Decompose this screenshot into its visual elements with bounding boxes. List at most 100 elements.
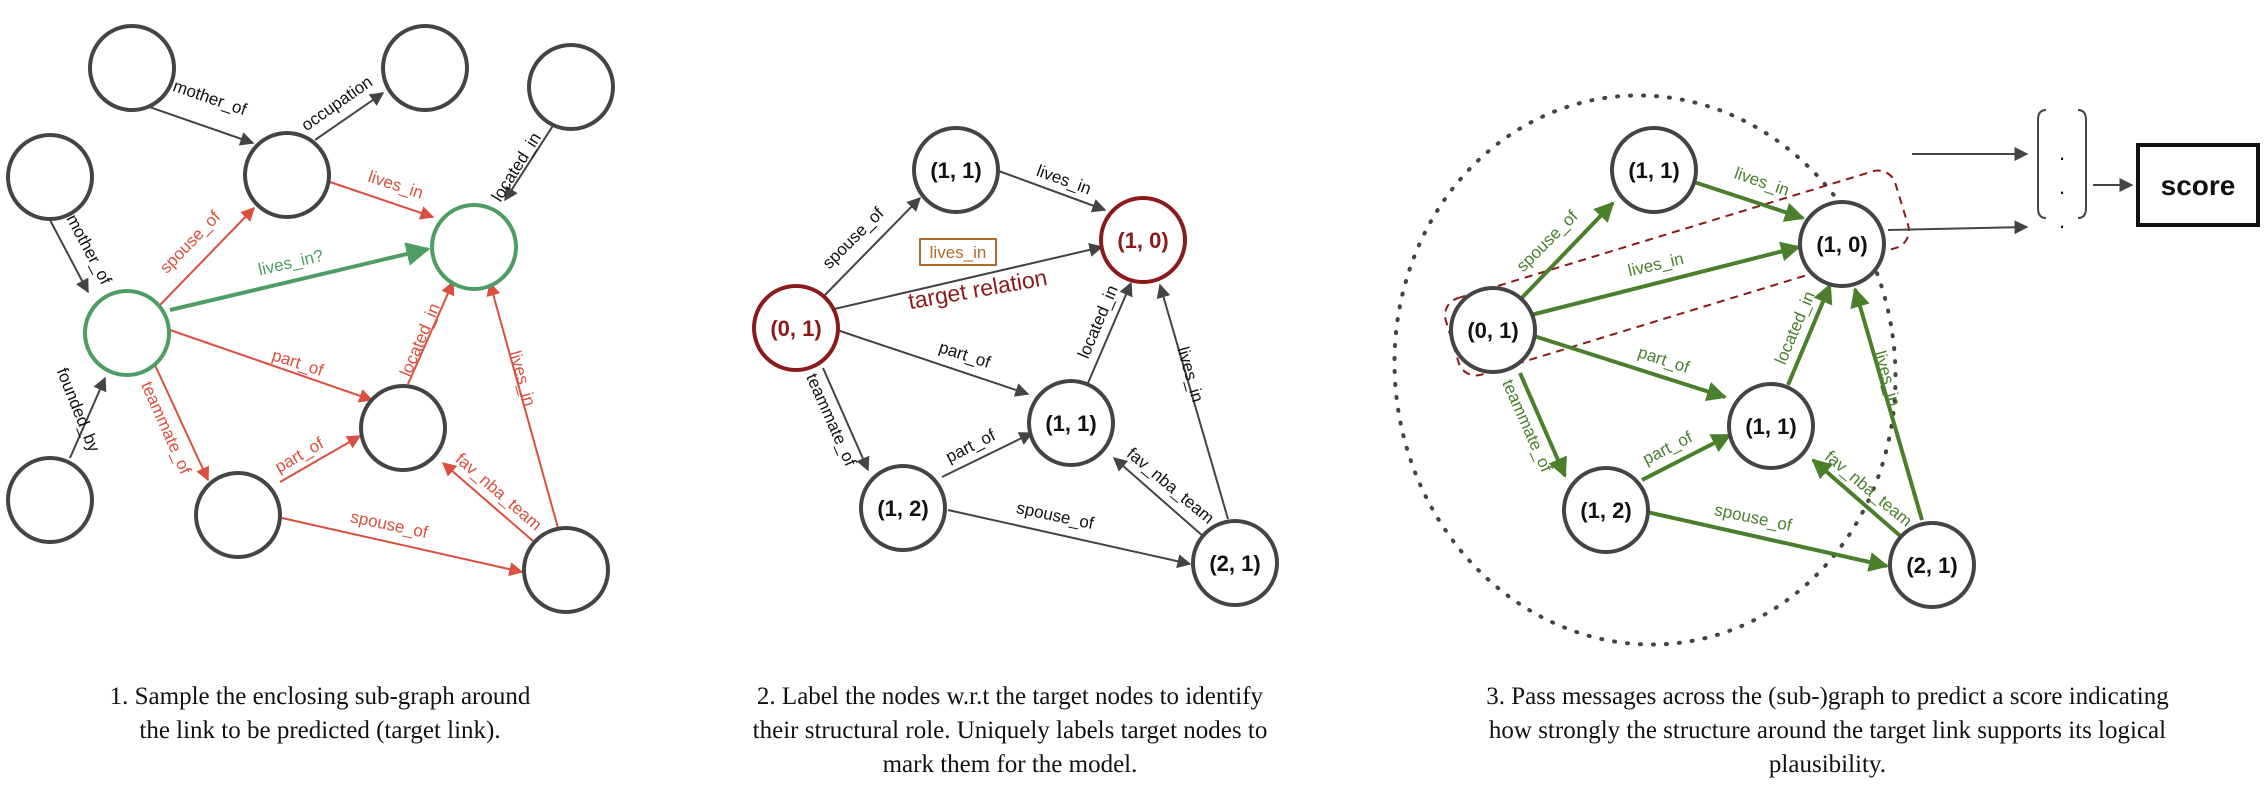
node-label-p2-11-mid: (1, 1) [1045,411,1096,436]
node-label-p3-01: (0, 1) [1467,318,1518,343]
edge-located-in-top [504,120,557,202]
label-lives-in-b: lives_in [505,349,539,409]
node-p2-10 [1099,196,1187,284]
edge-p3-spouse-of-b [1646,510,1889,572]
node-p1-b [381,24,469,112]
edge-spouse-of-b [281,517,524,577]
node-label-p3-21: (2, 1) [1906,553,1957,578]
enclosing-subgraph-boundary [1392,93,1898,647]
panel-2-labeled-graph: (1, 1) (1, 0) (0, 1) (1, 1) (1, 2) (2, 1… [752,126,1279,607]
node-label-p2-11-top: (1, 1) [930,158,981,183]
edge-p3-teammate-of [1518,372,1567,478]
node-p3-01 [1449,286,1537,374]
node-p2-01 [752,284,840,372]
edge-p2-part-of-b [941,432,1034,478]
label-p3-fav-nba-team: fav_nba_team [1821,447,1916,531]
edge-p2-lives-in-b [1156,283,1229,520]
edge-p2-spouse-of-b [947,509,1192,569]
node-p3-12 [1562,466,1650,554]
label-located-in-b: located_in [396,300,444,379]
label-spouse-of-a: spouse_of [156,207,224,277]
label-p2-lives-in-a: lives_in [1034,161,1094,198]
node-p1-g [6,456,94,544]
edge-p2-part-of-a [836,329,1030,397]
node-p3-21 [1888,521,1976,609]
edge-founded-by [69,376,107,459]
label-box-lives-in [919,238,997,266]
label-fav-nba-team: fav_nba_team [452,449,546,534]
edge-p3-fav-nba-team [1811,458,1907,542]
edge-occupation [314,92,385,141]
vector-dot-3: . [2059,208,2065,233]
edge-p2-lives-in-a [995,169,1107,213]
caption-panel-1-line-2: the link to be predicted (target link). [139,717,501,744]
panel-1-subgraph: mother_of occupation located_in mother_o… [6,24,615,614]
node-p3-10 [1798,200,1886,288]
edge-part-of-b [279,435,362,483]
vector-bracket-left [2037,109,2047,219]
node-p1-d [243,131,331,219]
edge-p3-part-of-b [1641,433,1732,482]
node-p1-i [522,526,610,614]
node-p2-12 [859,464,947,552]
panel-3-message-passing: (1, 1) (1, 0) (0, 1) (1, 1) (1, 2) (2, 1… [1392,93,2260,647]
edge-lives-in-target [169,242,431,312]
label-p2-fav-nba-team: fav_nba_team [1123,444,1218,528]
edge-p2-located-in [1087,281,1133,384]
label-mother-of-left: mother_of [62,211,115,288]
node-p2-11-mid [1027,379,1115,467]
edge-p2-fav-nba-team [1112,457,1205,538]
node-label-p3-11-top: (1, 1) [1628,158,1679,183]
node-p1-target-tail [83,289,171,377]
node-label-p3-11-mid: (1, 1) [1745,414,1796,439]
score-label: score [2161,170,2236,201]
caption-panel-1: 1. Sample the enclosing sub-graph around… [0,680,640,748]
label-p2-lives-in-box: lives_in [930,243,987,262]
arrow-to-vector-bottom [1887,220,2029,235]
label-target-relation: target relation [906,264,1049,314]
vector-bracket-right [2077,109,2087,219]
caption-panel-2-line-2: their structural role. Uniquely labels t… [752,717,1268,744]
edge-p2-target [829,243,1104,311]
node-p1-c [527,43,615,131]
edge-mother-of-left [49,219,89,294]
label-p3-lives-in-a: lives_in [1732,164,1792,200]
node-p1-f [359,384,447,472]
label-p2-spouse-of-a: spouse_of [819,203,888,272]
node-label-p2-21: (2, 1) [1209,551,1260,576]
edge-p3-lives-in-c [1850,287,1924,521]
node-label-p3-10: (1, 0) [1816,232,1867,257]
edge-lives-in-a [329,181,435,220]
caption-panel-3-line-1: 3. Pass messages across the (sub-)graph … [1486,683,2169,710]
node-p2-11-top [912,126,1000,214]
vector-dot-2: . [2059,174,2065,199]
node-p3-11-mid [1727,382,1815,470]
label-p3-lives-in-b: lives_in [1626,249,1686,280]
edge-part-of-a [169,329,374,403]
caption-panel-1-line-1: 1. Sample the enclosing sub-graph around [109,683,531,710]
node-p1-a [88,24,176,112]
node-label-p2-10: (1, 0) [1117,228,1168,253]
node-p1-e [6,133,94,221]
label-p2-lives-in-b: lives_in [1173,345,1207,405]
edge-p2-teammate-of [822,367,870,472]
label-p3-lives-in-c: lives_in [1870,349,1904,409]
label-p3-spouse-of-a: spouse_of [1513,206,1582,275]
caption-panel-3-line-2: how strongly the structure around the ta… [1488,717,2167,744]
edge-located-in-b [407,280,455,385]
edge-p3-part-of-a [1533,334,1727,402]
label-spouse-of-b: spouse_of [349,507,430,542]
edge-p3-lives-in-a [1687,178,1805,222]
node-label-p2-01: (0, 1) [770,316,821,341]
edge-p3-lives-in-b [1526,241,1801,318]
caption-panel-2: 2. Label the nodes w.r.t the target node… [690,680,1330,782]
label-p3-part-of-b: part_of [1640,427,1696,468]
label-p2-part-of-b: part_of [943,425,999,466]
edge-teammate-of [154,364,210,482]
vector-dot-1: . [2059,140,2065,165]
caption-panel-3-line-3: plausibility. [1768,751,1887,778]
edge-fav-nba-team [441,462,534,542]
edge-lives-in-b [486,281,559,529]
label-teammate-of: teammate_of [137,379,195,478]
edge-p2-spouse-of-a [819,197,921,301]
